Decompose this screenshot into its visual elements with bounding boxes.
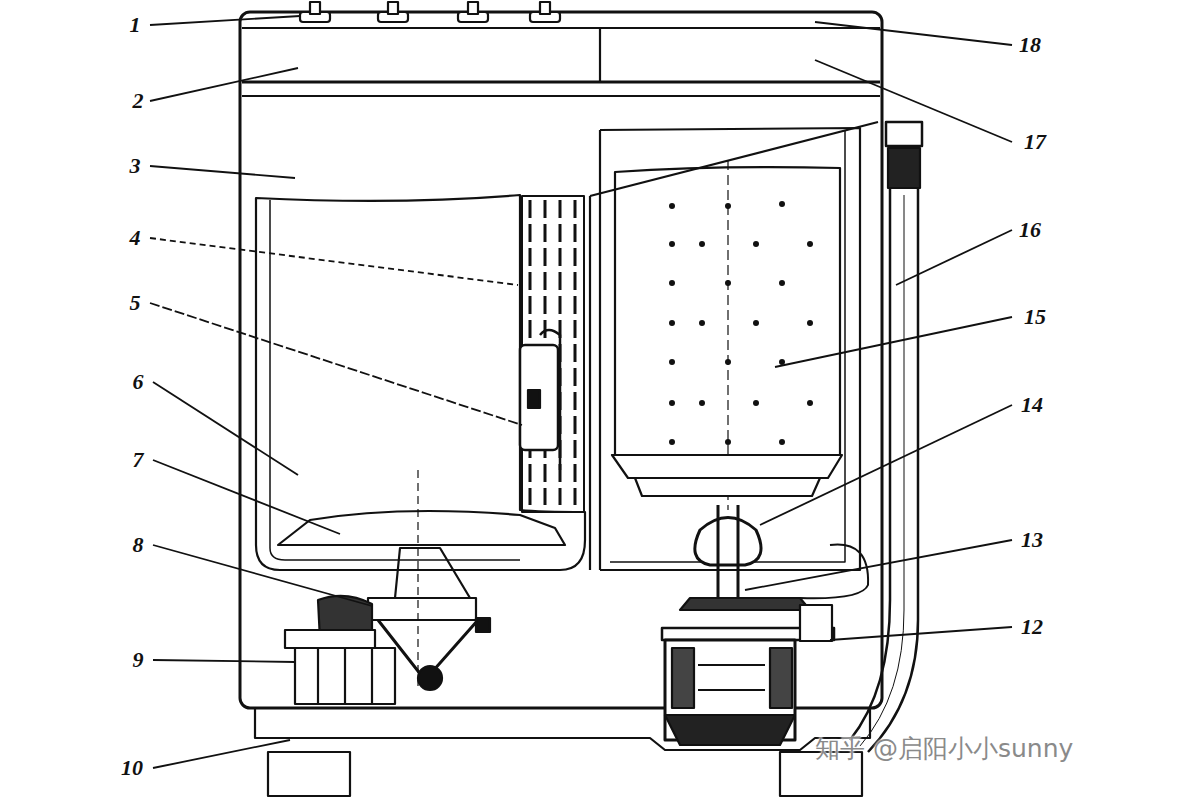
callout-number: 9 — [133, 649, 144, 671]
callout-number: 12 — [1021, 616, 1043, 638]
callout-number: 3 — [130, 155, 141, 177]
callout-number: 14 — [1021, 394, 1043, 416]
callout-number: 6 — [133, 371, 144, 393]
callout-number: 16 — [1019, 219, 1041, 241]
watermark: 知乎 @启阳小小sunny — [815, 736, 1073, 761]
callout-number: 8 — [133, 534, 144, 556]
callout-number: 15 — [1024, 306, 1046, 328]
callout-number: 2 — [133, 90, 144, 112]
callout-number: 4 — [130, 227, 141, 249]
callout-number: 17 — [1024, 131, 1046, 153]
callout-number: 7 — [133, 449, 144, 471]
callout-number: 10 — [121, 757, 143, 779]
callout-number: 1 — [130, 14, 141, 36]
callout-number: 18 — [1019, 34, 1041, 56]
callout-number: 5 — [130, 292, 141, 314]
callout-number: 13 — [1021, 529, 1043, 551]
